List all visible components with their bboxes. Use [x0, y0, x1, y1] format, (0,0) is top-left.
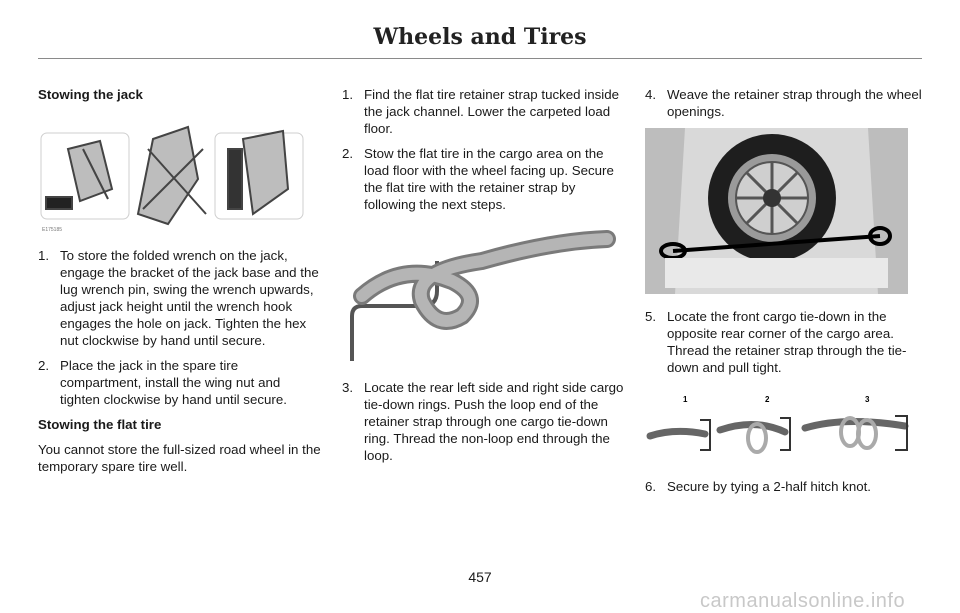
list-item: 1. To store the folded wrench on the jac… — [38, 248, 319, 348]
spare-tire-illustration — [645, 128, 908, 294]
list-item: 6. Secure by tying a 2-half hitch knot. — [645, 479, 871, 494]
figure-label-3: 3 — [865, 395, 870, 404]
page-header-title: Wheels and Tires — [373, 24, 587, 50]
heading-stowing-flat-tire: Stowing the flat tire — [38, 417, 162, 432]
list-item: 3. Locate the rear left side and right s… — [342, 380, 624, 463]
figure-code: E175185 — [42, 227, 62, 233]
figure-tie-down-sequence: 1 2 3 — [645, 388, 930, 468]
strap-loop-illustration — [350, 230, 616, 361]
figure-spare-tire-strap — [645, 128, 930, 294]
figure-label-2: 2 — [765, 395, 770, 404]
list-item: 1. Find the flat tire retainer strap tuc… — [342, 87, 619, 136]
list-item: 2. Stow the flat tire in the cargo area … — [342, 146, 614, 212]
page-number: 457 — [468, 569, 492, 585]
list-item: 2. Place the jack in the spare tire comp… — [38, 358, 287, 407]
figure-label-1: 1 — [683, 395, 688, 404]
list-item: 5. Locate the front cargo tie-down in th… — [645, 309, 907, 375]
watermark-text: carmanualsonline.info — [700, 590, 906, 612]
column-1: Stowing the jack E175185 1. To store the… — [38, 86, 323, 483]
figure-jack-stowing: E175185 — [38, 119, 323, 235]
column-2: 1. Find the flat tire retainer strap tuc… — [342, 86, 627, 472]
figure-strap-loop — [342, 221, 627, 371]
heading-stowing-jack: Stowing the jack — [38, 87, 143, 102]
jack-illustration: E175185 — [40, 125, 304, 233]
list-item: 4. Weave the retainer strap through the … — [645, 87, 922, 119]
tie-down-illustration: 1 2 3 — [646, 395, 909, 454]
header-divider — [38, 58, 922, 59]
paragraph-flat-tire: You cannot store the full-sized road whe… — [38, 442, 321, 474]
column-3: 4. Weave the retainer strap through the … — [645, 86, 930, 503]
